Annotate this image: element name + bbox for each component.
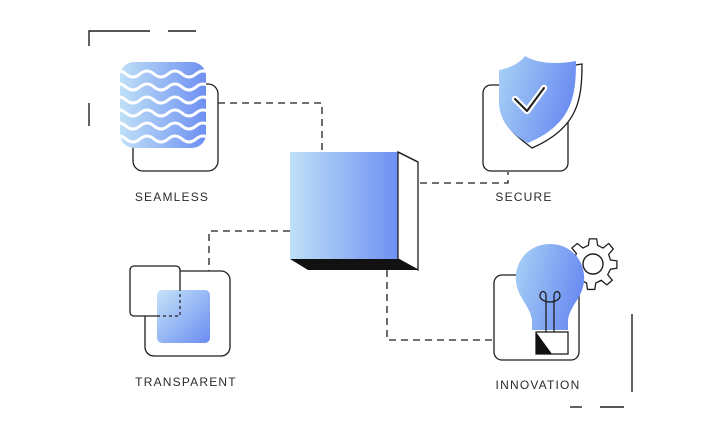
connector-transparent	[208, 230, 290, 276]
corner-bracket-top-left	[88, 30, 196, 126]
label-transparent: TRANSPARENT	[135, 375, 237, 389]
shield-check-icon	[482, 56, 583, 172]
connector-secure	[408, 172, 509, 184]
connector-lines	[208, 102, 509, 341]
connector-innovation	[386, 270, 494, 341]
label-innovation: INNOVATION	[495, 378, 581, 392]
waves-icon	[120, 62, 219, 172]
overlapping-squares-icon	[129, 265, 231, 357]
label-seamless: SEAMLESS	[134, 190, 210, 204]
corner-bracket-bottom-right	[570, 314, 633, 408]
label-secure: SECURE	[495, 190, 553, 204]
connector-seamless	[218, 102, 323, 152]
cube-icon	[290, 150, 419, 272]
lightbulb-gear-icon	[493, 238, 618, 361]
